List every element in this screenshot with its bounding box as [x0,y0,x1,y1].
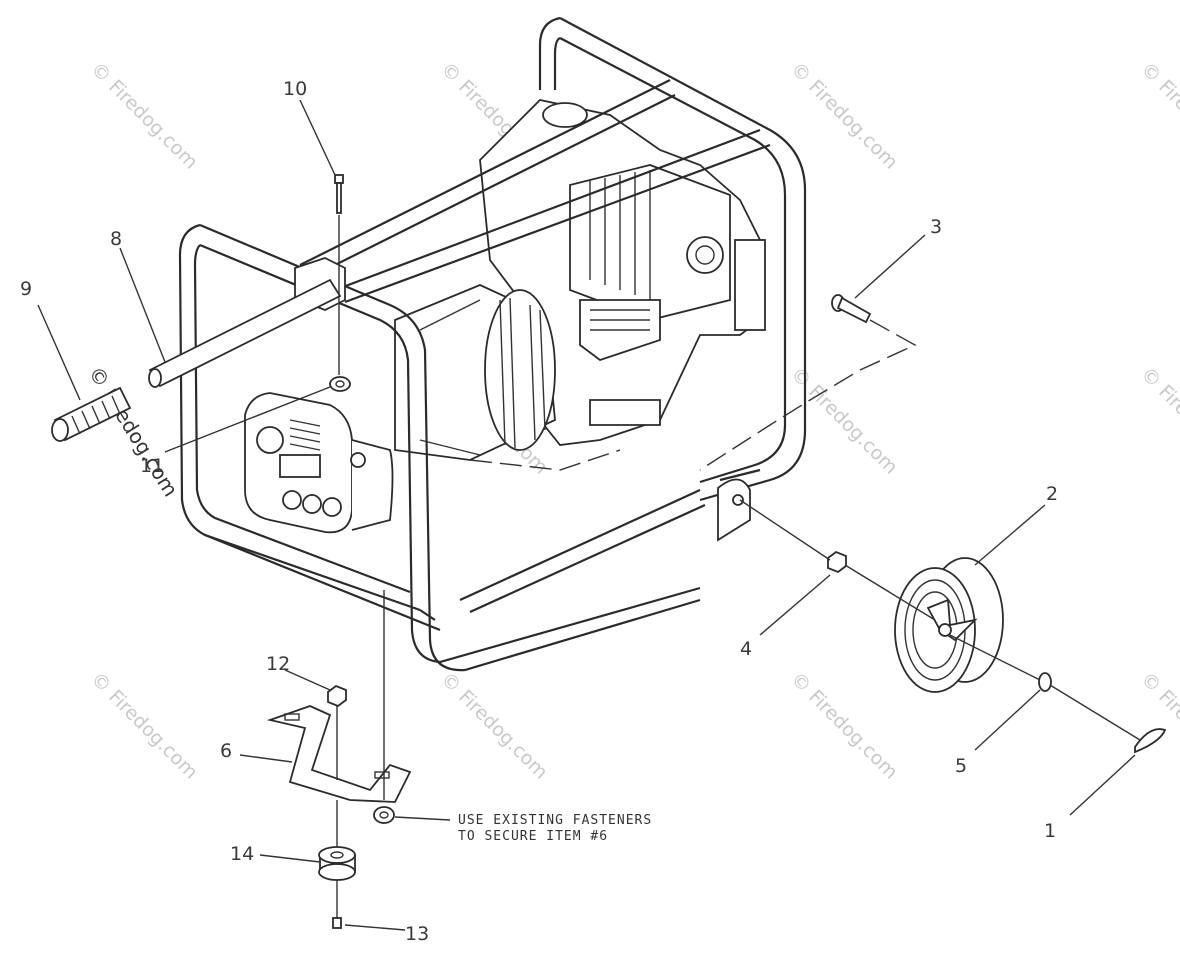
note-line-2: TO SECURE ITEM #6 [458,829,608,844]
watermark: © Firedog.com [1136,58,1180,173]
washer-11 [329,376,351,392]
wheel-2 [894,557,1004,693]
watermark: © Firedog.com [786,363,901,478]
washer-5 [1038,672,1052,692]
spacer-14 [318,846,356,881]
axle-bracket [717,478,751,542]
watermark: © Firedog.com [786,668,901,783]
callout-14: 14 [230,843,254,865]
callout-4: 4 [740,638,752,660]
leader-lines [37,99,1136,931]
callout-3: 3 [930,216,942,238]
note-line-1: USE EXISTING FASTENERS [458,813,652,828]
callout-5: 5 [955,755,967,777]
frame-top-rails [299,79,771,614]
watermark: © Firedog.com [436,668,551,783]
watermark: © Firedog.com [86,58,201,173]
fastener-note: USE EXISTING FASTENERS TO SECURE ITEM #6 [458,813,652,844]
callout-10: 10 [283,78,307,100]
callout-13: 13 [405,923,429,945]
callout-9: 9 [20,278,32,300]
watermark: © Firedog.com [1136,363,1180,478]
watermark: © Firedog.com [86,668,201,783]
callout-labels: 1 2 3 4 5 6 8 9 10 11 12 13 14 [20,78,1058,945]
watermark: © Firedog.com [1136,668,1180,783]
handle-grip [51,386,132,442]
existing-fastener [373,806,395,824]
control-panel [244,392,394,534]
mount-bracket-6 [266,705,412,803]
frame-front [178,223,701,672]
watermark: © Firedog.com [786,58,901,173]
callout-1: 1 [1044,820,1056,842]
callout-6: 6 [220,740,232,762]
frame-rear [538,16,807,502]
callout-12: 12 [266,653,290,675]
cotter-pin-1 [1134,728,1167,754]
nut-12 [327,684,347,708]
bolt-13 [332,917,342,929]
axle-bolt-3 [831,294,872,324]
alternator [394,284,556,461]
callout-2: 2 [1046,483,1058,505]
callout-8: 8 [110,228,122,250]
nut-4 [827,550,847,574]
handle-rod [148,278,342,388]
bolt-10 [334,174,344,214]
callout-11: 11 [140,455,164,477]
